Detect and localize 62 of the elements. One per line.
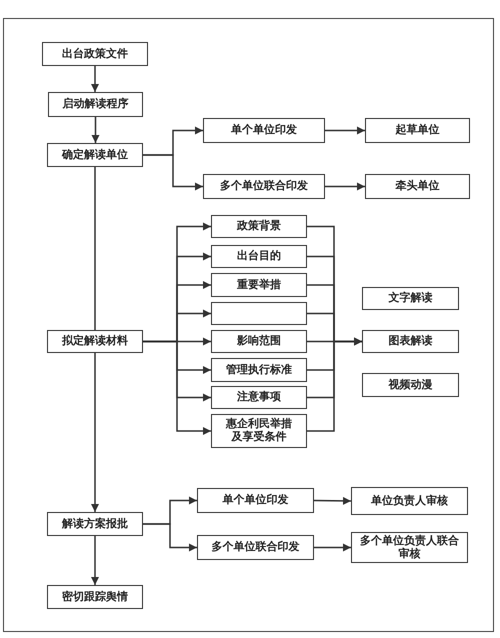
process-box [211, 330, 307, 353]
box-label: 出台目的 [237, 250, 281, 263]
process-box [362, 373, 459, 397]
process-box [211, 273, 307, 297]
process-box [211, 245, 307, 268]
process-box [47, 512, 143, 536]
process-box [362, 330, 459, 353]
process-box [203, 118, 325, 143]
box-label: 注意事项 [237, 391, 281, 404]
arrow [325, 182, 365, 190]
box-label: 解读方案报批 [62, 518, 128, 530]
process-box [42, 42, 148, 66]
box-label: 起草单位 [396, 124, 440, 137]
arrow [314, 496, 352, 505]
box-label: 多个单位负责人联合审核 [359, 534, 460, 560]
box-label: 视频动漫 [388, 378, 432, 392]
arrow [91, 353, 99, 512]
process-box [362, 287, 459, 310]
process-box [211, 386, 307, 409]
box-label: 影响范围 [237, 335, 281, 348]
process-box [47, 330, 143, 353]
box-label: 文字解读 [388, 292, 432, 305]
process-box [351, 487, 468, 515]
process-box [211, 358, 307, 382]
process-box [48, 92, 143, 117]
box-label: 单位负责人审核 [371, 494, 448, 508]
box-label: 多个单位联合印发 [212, 541, 300, 554]
arrow [143, 340, 211, 435]
box-label: 政策背景 [237, 220, 281, 233]
process-box [211, 215, 307, 238]
box-label: 图表解读 [388, 335, 432, 348]
arrow [314, 544, 351, 552]
empty-box [211, 302, 307, 325]
box-label: 启动解读程序 [62, 98, 128, 111]
box-label: 多个单位联合印发 [220, 180, 308, 193]
box-label: 出台政策文件 [62, 48, 128, 60]
box-label: 拟定解读材料 [62, 335, 128, 348]
arrow [143, 154, 203, 190]
connector-line [94, 167, 96, 330]
box-label: 管理执行标准 [226, 364, 292, 376]
box-label: 确定解读单位 [62, 148, 128, 162]
arrow [91, 536, 99, 585]
box-label: 单个单位印发 [231, 124, 297, 137]
box-label: 重要举措 [237, 278, 281, 292]
arrow [325, 126, 365, 134]
box-label: 密切跟踪舆情 [62, 590, 128, 604]
process-box [365, 174, 470, 199]
box-label: 牵头单位 [396, 180, 440, 193]
arrow [91, 66, 99, 92]
arrow [92, 117, 100, 143]
process-box [351, 532, 468, 563]
process-box [203, 174, 325, 199]
process-box [197, 488, 314, 513]
box-label: 单个单位印发 [222, 494, 288, 507]
process-box [197, 535, 314, 560]
process-box [47, 143, 143, 167]
arrow [143, 523, 197, 552]
box-label: 惠企利民举措及享受条件 [226, 418, 292, 444]
process-box [365, 118, 470, 143]
arrow [307, 338, 362, 432]
process-box [211, 414, 307, 448]
process-box [47, 585, 143, 609]
